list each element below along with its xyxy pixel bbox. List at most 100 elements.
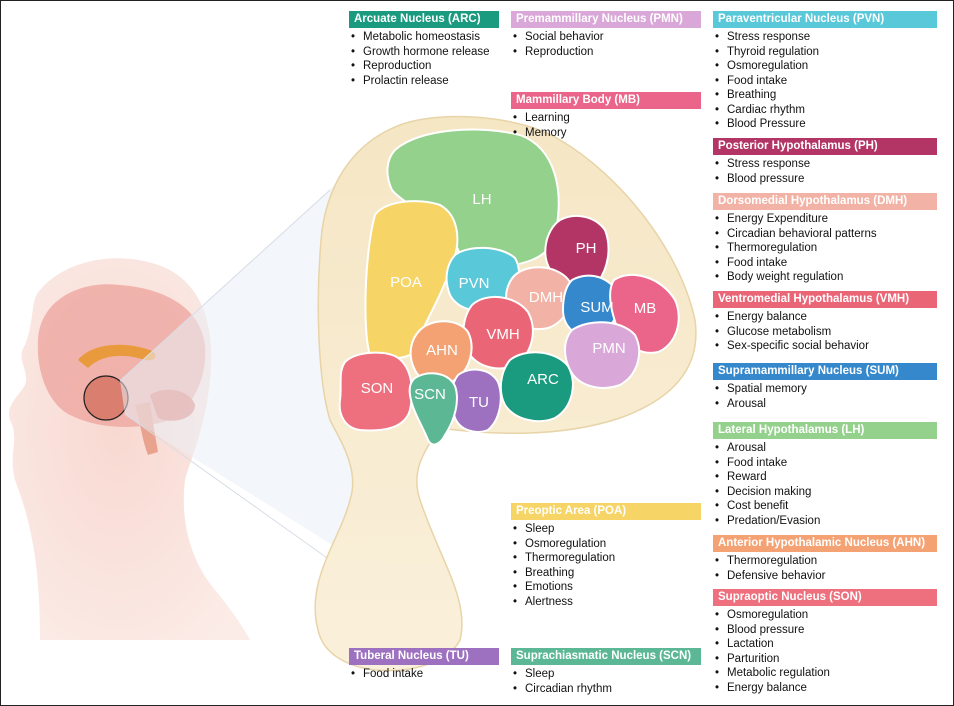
list-item: Food intake xyxy=(713,256,937,271)
list-item: Thermoregulation xyxy=(511,551,701,566)
panel-mb: Mammillary Body (MB) Learning Memory xyxy=(511,92,701,140)
list-item: Emotions xyxy=(511,580,701,595)
list-item: Osmoregulation xyxy=(713,608,937,623)
label-arc: ARC xyxy=(527,371,559,388)
list-item: Blood pressure xyxy=(713,623,937,638)
list-item: Blood Pressure xyxy=(713,117,937,132)
label-vmh: VMH xyxy=(486,326,519,343)
list-item: Thermoregulation xyxy=(713,241,937,256)
panel-arc-title: Arcuate Nucleus (ARC) xyxy=(349,11,499,28)
panel-lh-list: Arousal Food intake Reward Decision maki… xyxy=(713,441,937,528)
list-item: Reproduction xyxy=(349,59,499,74)
label-mb: MB xyxy=(634,300,657,317)
list-item: Social behavior xyxy=(511,30,701,45)
list-item: Memory xyxy=(511,126,701,141)
label-poa: POA xyxy=(390,274,422,291)
list-item: Glucose metabolism xyxy=(713,325,937,340)
panel-sum-list: Spatial memory Arousal xyxy=(713,382,937,411)
panel-lh: Lateral Hypothalamus (LH) Arousal Food i… xyxy=(713,422,937,528)
region-son xyxy=(338,351,413,432)
list-item: Growth hormone release xyxy=(349,45,499,60)
panel-lh-title: Lateral Hypothalamus (LH) xyxy=(713,422,937,439)
list-item: Energy Expenditure xyxy=(713,212,937,227)
list-item: Reproduction xyxy=(511,45,701,60)
panel-arc-list: Metabolic homeostasis Growth hormone rel… xyxy=(349,30,499,88)
panel-vmh-title: Ventromedial Hypothalamus (VMH) xyxy=(713,291,937,308)
panel-dmh-title: Dorsomedial Hypothalamus (DMH) xyxy=(713,193,937,210)
panel-pmn: Premammillary Nucleus (PMN) Social behav… xyxy=(511,11,701,59)
list-item: Sleep xyxy=(511,522,701,537)
list-item: Food intake xyxy=(713,74,937,89)
panel-vmh: Ventromedial Hypothalamus (VMH) Energy b… xyxy=(713,291,937,354)
list-item: Body weight regulation xyxy=(713,270,937,285)
list-item: Thyroid regulation xyxy=(713,45,937,60)
panel-sum-title: Supramammillary Nucleus (SUM) xyxy=(713,363,937,380)
label-ahn: AHN xyxy=(426,342,458,359)
list-item: Cardiac rhythm xyxy=(713,103,937,118)
list-item: Decision making xyxy=(713,485,937,500)
label-ph: PH xyxy=(576,240,597,257)
list-item: Prolactin release xyxy=(349,74,499,89)
label-sum: SUM xyxy=(580,299,613,316)
list-item: Osmoregulation xyxy=(511,537,701,552)
panel-pmn-list: Social behavior Reproduction xyxy=(511,30,701,59)
list-item: Breathing xyxy=(713,88,937,103)
panel-scn-title: Suprachiasmatic Nucleus (SCN) xyxy=(511,648,701,665)
panel-poa-list: Sleep Osmoregulation Thermoregulation Br… xyxy=(511,522,701,609)
panel-tu: Tuberal Nucleus (TU) Food intake xyxy=(349,648,499,682)
list-item: Cost benefit xyxy=(713,499,937,514)
panel-son: Supraoptic Nucleus (SON) Osmoregulation … xyxy=(713,589,937,695)
panel-pvn-title: Paraventricular Nucleus (PVN) xyxy=(713,11,937,28)
list-item: Energy balance xyxy=(713,681,937,696)
panel-son-list: Osmoregulation Blood pressure Lactation … xyxy=(713,608,937,695)
label-dmh: DMH xyxy=(529,289,563,306)
list-item: Sex-specific social behavior xyxy=(713,339,937,354)
list-item: Sleep xyxy=(511,667,701,682)
list-item: Parturition xyxy=(713,652,937,667)
panel-arc: Arcuate Nucleus (ARC) Metabolic homeosta… xyxy=(349,11,499,88)
head-corpus-callosum xyxy=(78,344,156,368)
label-lh: LH xyxy=(472,191,491,208)
list-item: Breathing xyxy=(511,566,701,581)
list-item: Circadian behavioral patterns xyxy=(713,227,937,242)
panel-mb-title: Mammillary Body (MB) xyxy=(511,92,701,109)
panel-scn: Suprachiasmatic Nucleus (SCN) Sleep Circ… xyxy=(511,648,701,696)
panel-mb-list: Learning Memory xyxy=(511,111,701,140)
label-pmn: PMN xyxy=(592,340,625,357)
list-item: Osmoregulation xyxy=(713,59,937,74)
list-item: Metabolic regulation xyxy=(713,666,937,681)
panel-ahn: Anterior Hypothalamic Nucleus (AHN) Ther… xyxy=(713,535,937,583)
panel-poa: Preoptic Area (POA) Sleep Osmoregulation… xyxy=(511,503,701,609)
panel-dmh: Dorsomedial Hypothalamus (DMH) Energy Ex… xyxy=(713,193,937,285)
list-item: Predation/Evasion xyxy=(713,514,937,529)
label-son: SON xyxy=(361,380,394,397)
list-item: Lactation xyxy=(713,637,937,652)
region-poa xyxy=(364,200,459,360)
panel-tu-title: Tuberal Nucleus (TU) xyxy=(349,648,499,665)
region-pmn xyxy=(564,321,640,389)
list-item: Reward xyxy=(713,470,937,485)
panel-pvn: Paraventricular Nucleus (PVN) Stress res… xyxy=(713,11,937,132)
label-scn: SCN xyxy=(414,386,446,403)
list-item: Energy balance xyxy=(713,310,937,325)
list-item: Arousal xyxy=(713,441,937,456)
list-item: Learning xyxy=(511,111,701,126)
list-item: Food intake xyxy=(713,456,937,471)
panel-scn-list: Sleep Circadian rhythm xyxy=(511,667,701,696)
panel-dmh-list: Energy Expenditure Circadian behavioral … xyxy=(713,212,937,285)
list-item: Alertness xyxy=(511,595,701,610)
list-item: Spatial memory xyxy=(713,382,937,397)
panel-ph-list: Stress response Blood pressure xyxy=(713,157,937,186)
panel-ph: Posterior Hypothalamus (PH) Stress respo… xyxy=(713,138,937,186)
list-item: Circadian rhythm xyxy=(511,682,701,697)
panel-vmh-list: Energy balance Glucose metabolism Sex-sp… xyxy=(713,310,937,354)
panel-ph-title: Posterior Hypothalamus (PH) xyxy=(713,138,937,155)
list-item: Stress response xyxy=(713,30,937,45)
label-tu: TU xyxy=(469,394,489,411)
panel-poa-title: Preoptic Area (POA) xyxy=(511,503,701,520)
panel-sum: Supramammillary Nucleus (SUM) Spatial me… xyxy=(713,363,937,411)
list-item: Metabolic homeostasis xyxy=(349,30,499,45)
list-item: Thermoregulation xyxy=(713,554,937,569)
region-scn xyxy=(408,372,458,446)
